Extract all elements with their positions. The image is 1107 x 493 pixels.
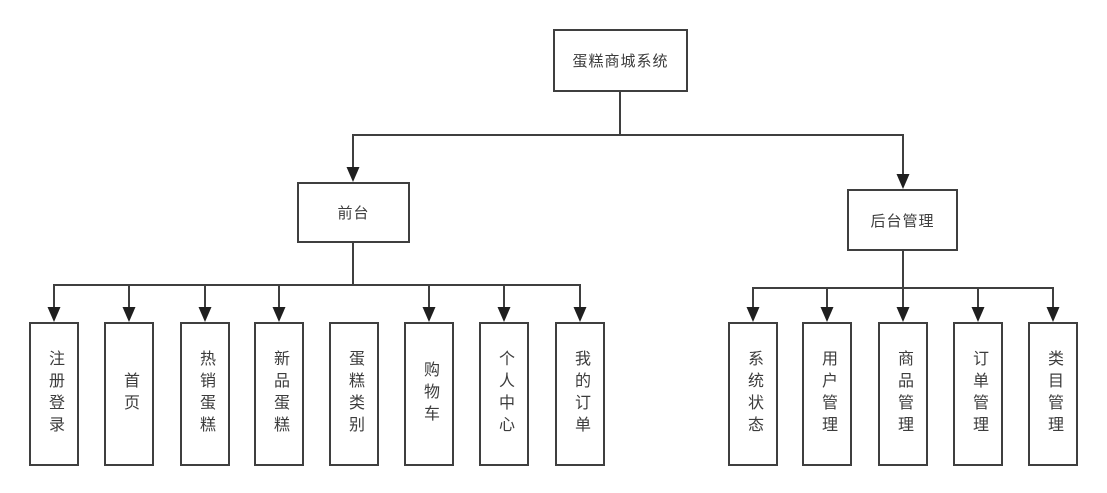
arrow-down-icon xyxy=(746,307,760,322)
arrow-down-icon xyxy=(896,307,910,322)
node-label: 首页 xyxy=(121,372,138,416)
node-frontend: 前台 xyxy=(297,182,410,243)
node-register-login: 注册登录 xyxy=(29,322,79,466)
node-label: 订单管理 xyxy=(970,350,987,438)
node-label: 系统状态 xyxy=(745,350,762,438)
node-my-orders: 我的订单 xyxy=(555,322,605,466)
node-label: 类目管理 xyxy=(1045,350,1062,438)
arrow-down-icon xyxy=(122,307,136,322)
arrow-down-icon xyxy=(896,174,910,189)
arrow-down-icon xyxy=(47,307,61,322)
node-label: 商品管理 xyxy=(895,350,912,438)
arrow-down-icon xyxy=(971,307,985,322)
node-product-management: 商品管理 xyxy=(878,322,928,466)
node-shopping-cart: 购物车 xyxy=(404,322,454,466)
node-label: 我的订单 xyxy=(572,350,589,438)
node-personal-center: 个人中心 xyxy=(479,322,529,466)
arrow-down-icon xyxy=(198,307,212,322)
arrowheads xyxy=(47,167,1060,322)
node-label: 前台 xyxy=(337,205,370,222)
node-label: 蛋糕类别 xyxy=(346,350,363,438)
node-label: 购物车 xyxy=(421,361,438,427)
node-hot-cakes: 热销蛋糕 xyxy=(180,322,230,466)
node-root: 蛋糕商城系统 xyxy=(553,29,688,92)
node-new-cakes: 新品蛋糕 xyxy=(254,322,304,466)
arrow-down-icon xyxy=(573,307,587,322)
node-label: 热销蛋糕 xyxy=(197,350,214,438)
arrow-down-icon xyxy=(272,307,286,322)
arrow-down-icon xyxy=(820,307,834,322)
node-cake-categories: 蛋糕类别 xyxy=(329,322,379,466)
node-label: 注册登录 xyxy=(46,350,63,438)
arrow-down-icon xyxy=(422,307,436,322)
node-category-management: 类目管理 xyxy=(1028,322,1078,466)
node-label: 蛋糕商城系统 xyxy=(572,53,669,70)
arrow-down-icon xyxy=(497,307,511,322)
node-label: 新品蛋糕 xyxy=(271,350,288,438)
arrow-down-icon xyxy=(346,167,360,182)
node-system-status: 系统状态 xyxy=(728,322,778,466)
connector-paths xyxy=(53,92,1054,309)
node-home: 首页 xyxy=(104,322,154,466)
node-label: 个人中心 xyxy=(496,350,513,438)
node-user-management: 用户管理 xyxy=(802,322,852,466)
node-label: 后台管理 xyxy=(870,212,935,230)
node-order-management: 订单管理 xyxy=(953,322,1003,466)
node-label: 用户管理 xyxy=(819,350,836,438)
node-backend: 后台管理 xyxy=(847,189,958,251)
arrow-down-icon xyxy=(1046,307,1060,322)
